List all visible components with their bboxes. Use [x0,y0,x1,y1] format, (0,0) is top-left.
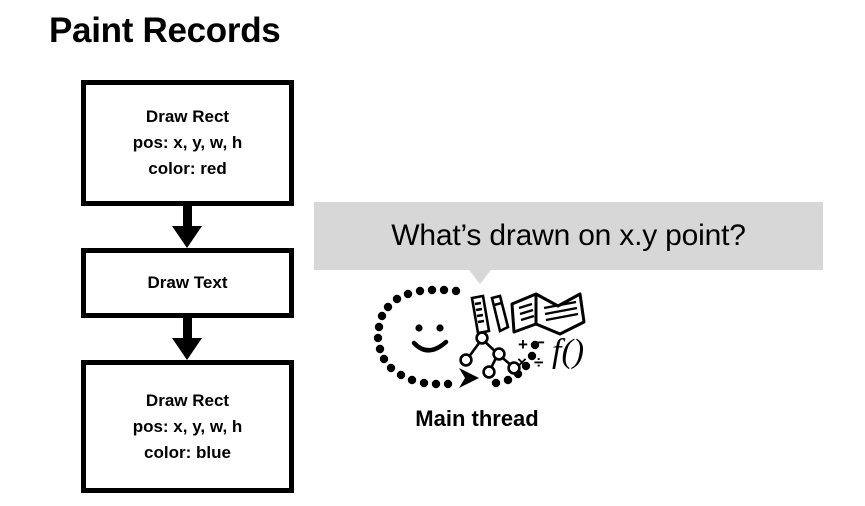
paint-record-line: Draw Rect [145,107,230,126]
paint-record-box-draw-text: Draw Text [81,248,294,318]
svg-text:×: × [517,353,527,372]
tree-graph-icon [459,331,521,379]
paint-record-line: color: red [148,159,227,178]
open-book-icon [510,292,586,336]
main-thread-illustration: + − × ÷ f() [362,282,592,394]
paint-record-line: pos: x, y, w, h [132,133,243,152]
paint-record-line: color: blue [144,442,231,462]
math-symbols-icon: + − × ÷ [517,333,545,372]
question-speech-bubble: What’s drawn on x.y point? [314,202,823,270]
dotted-loop-icon [373,285,540,389]
arrow-head [172,338,202,360]
svg-text:÷: ÷ [534,353,543,372]
smiley-face-icon [411,324,449,353]
function-notation-icon: f() [552,333,584,370]
loop-arrowhead-icon [459,368,479,388]
paint-record-box-draw-rect-blue: Draw Rect pos: x, y, w, h color: blue [81,360,294,493]
svg-text:−: − [535,333,545,352]
paint-record-line: Draw Text [147,273,228,292]
svg-text:+: + [518,335,528,354]
down-arrow-icon [172,318,202,360]
arrow-stem [183,318,192,340]
arrow-head [172,226,202,248]
page-title: Paint Records [49,11,281,50]
paint-record-line: Draw Rect [145,390,230,410]
pencil-icon [490,294,510,333]
arrow-stem [183,206,192,228]
speech-bubble-tail-icon [469,270,491,284]
paint-record-line: pos: x, y, w, h [132,416,243,436]
svg-text:f(): f() [552,333,584,370]
ruler-icon [470,294,491,335]
down-arrow-icon [172,206,202,248]
question-text: What’s drawn on x.y point? [391,219,746,252]
paint-record-box-draw-rect-red: Draw Rect pos: x, y, w, h color: red [81,80,294,206]
main-thread-label: Main thread [415,406,539,431]
